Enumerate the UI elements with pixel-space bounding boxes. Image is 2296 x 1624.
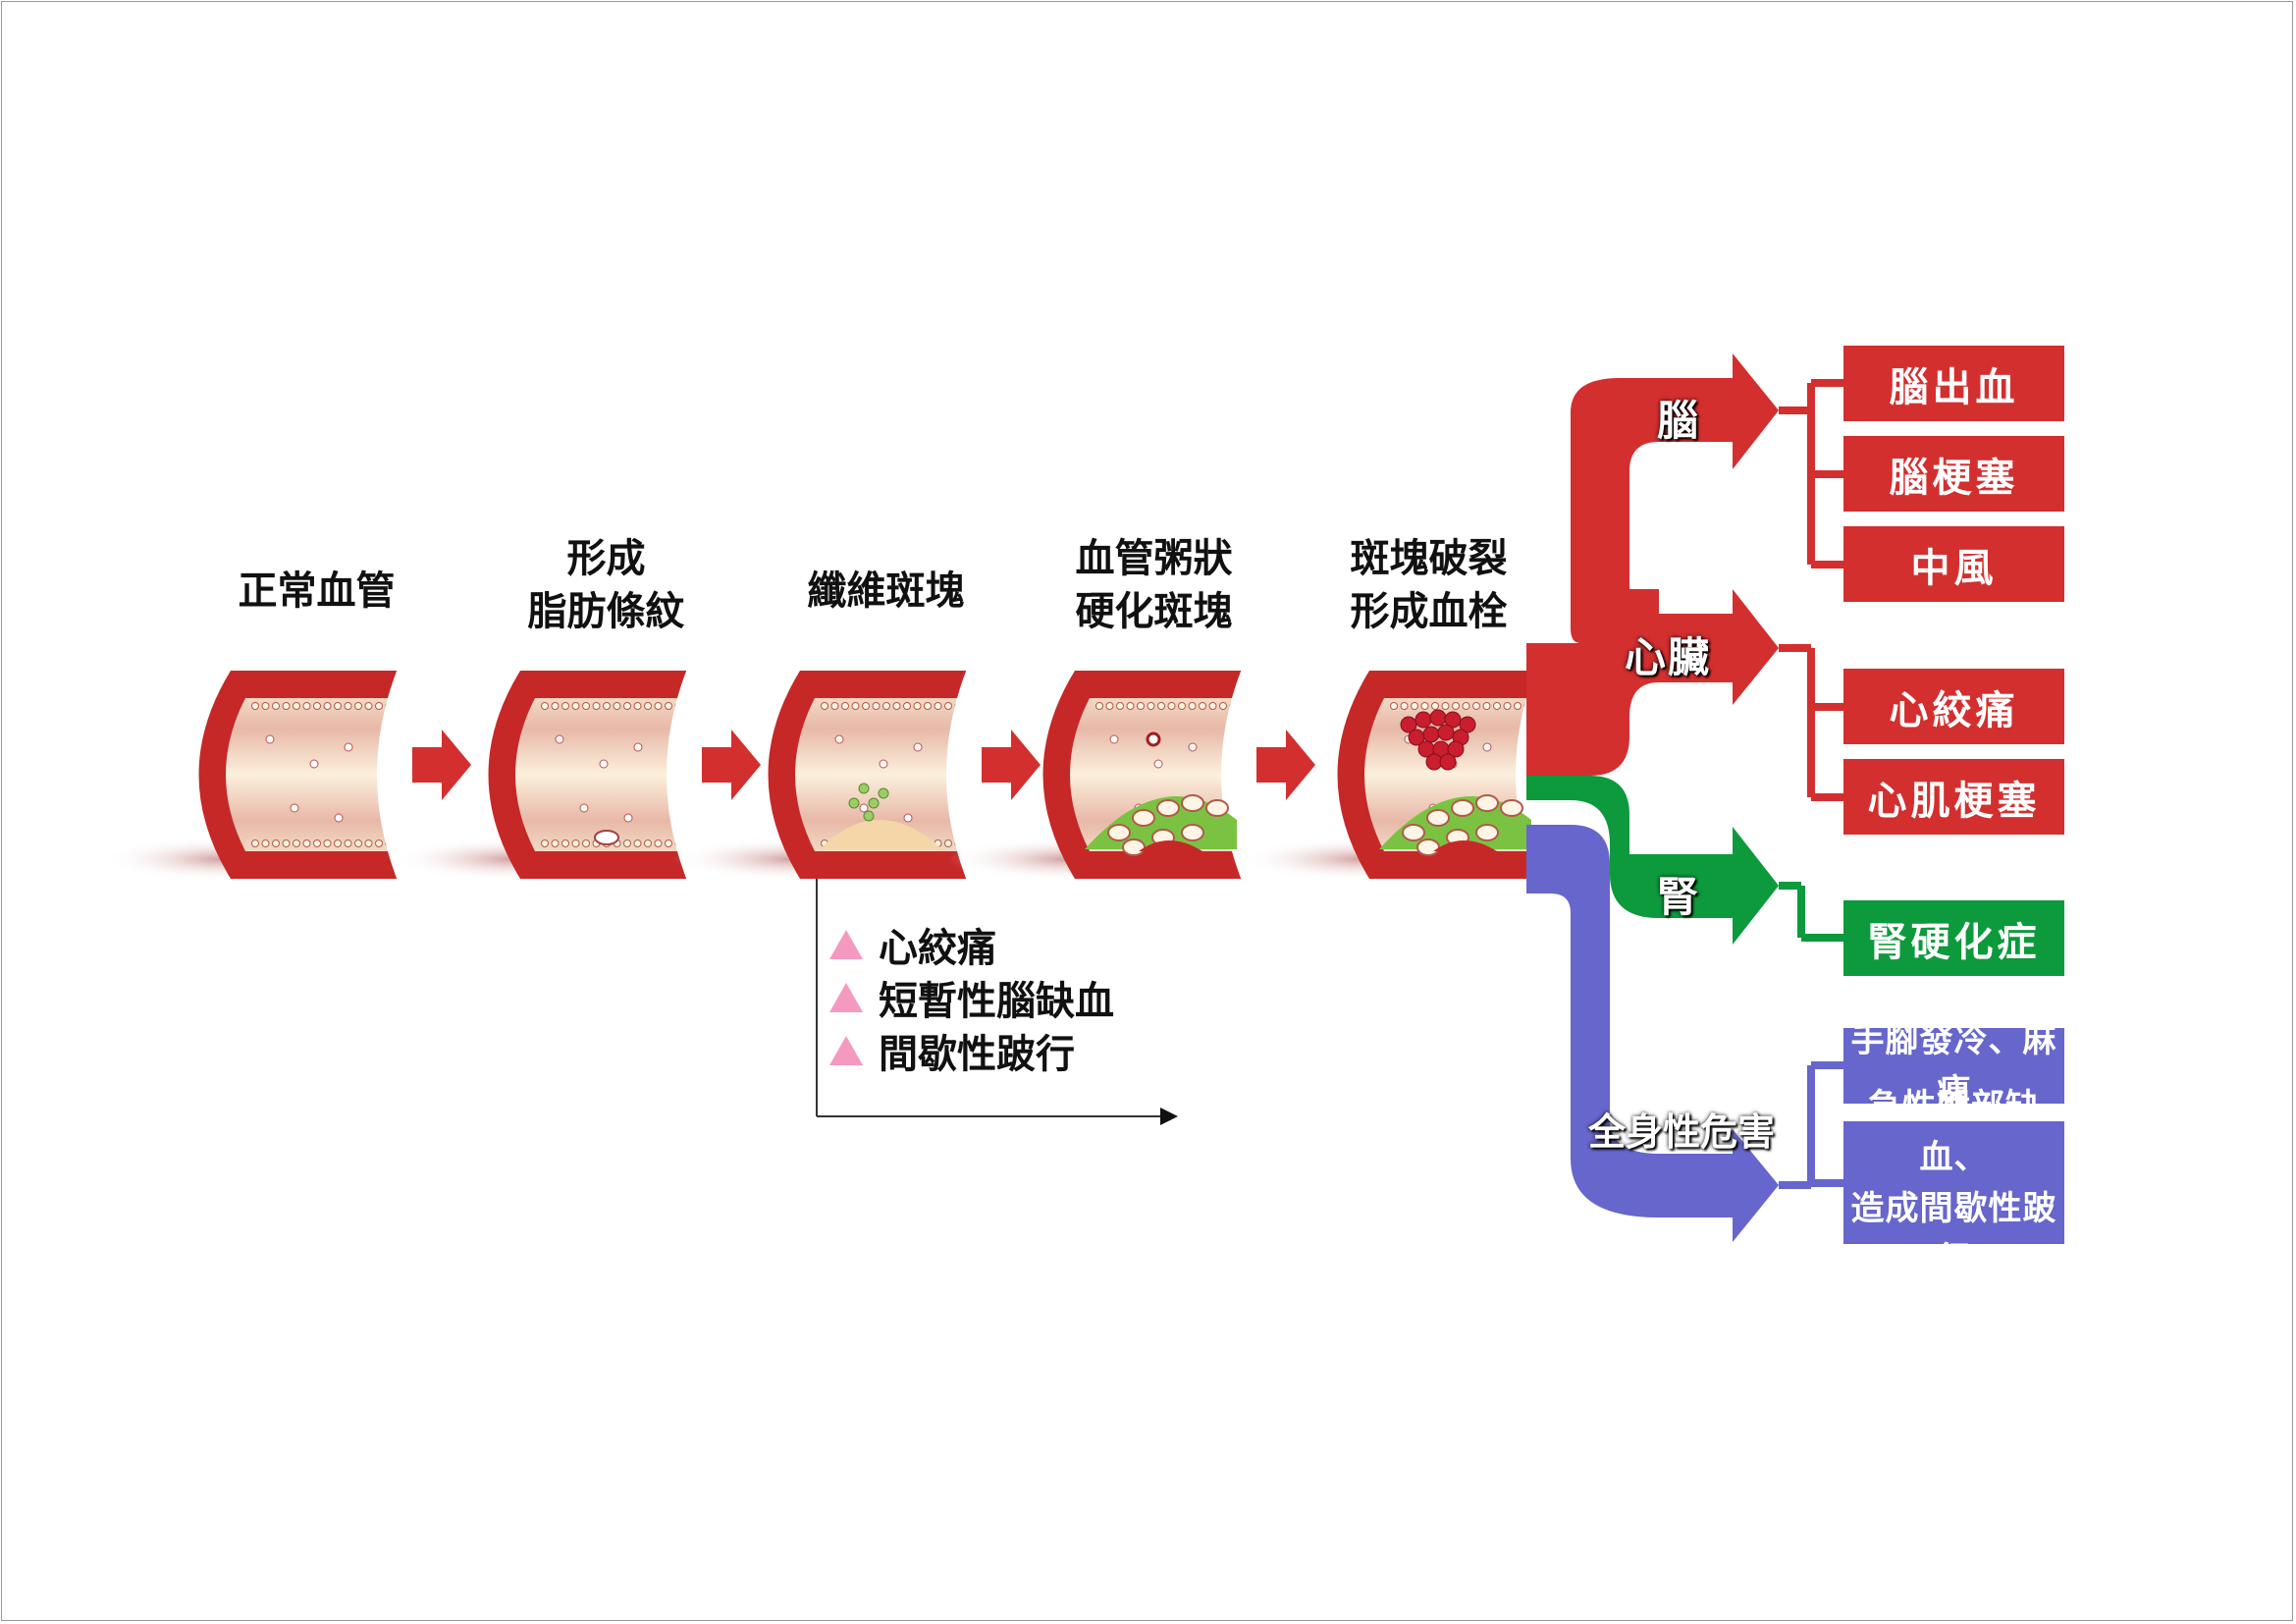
outcome-text: 腦出血 (1889, 364, 2019, 410)
outcome-brain-hemorrhage: 腦出血 (1843, 346, 2064, 421)
list-item: 短暫性腦缺血 (829, 971, 1114, 1024)
list-item: 間歇性跛行 (829, 1024, 1114, 1077)
outcome-text: 心絞痛 (1889, 687, 2019, 733)
outcome-nephrosclerosis: 腎硬化症 (1843, 900, 2064, 976)
heart-connectors (1779, 644, 1845, 801)
outcome-leg-ischemia: 急性腿部缺血、 造成間歇性跛行 (1843, 1087, 2064, 1279)
outcome-text: 急性腿部缺血、 (1868, 1086, 2040, 1177)
organ-branch-arrows (1526, 353, 1779, 1242)
symptom-text: 短暫性腦缺血 (879, 979, 1114, 1024)
stage-label-normal: 正常血管 (201, 565, 432, 618)
symptom-text: 間歇性跛行 (879, 1032, 1075, 1077)
triangle-icon (829, 930, 863, 959)
kidney-connectors (1779, 882, 1845, 942)
outcome-text: 造成間歇性跛行 (1850, 1188, 2057, 1279)
vessel-thrombus (1242, 669, 1546, 881)
vessel-fibrous-plaque (672, 669, 1041, 881)
symptom-text: 心絞痛 (879, 926, 996, 971)
stage-label-atheroma: 血管粥狀 硬化斑塊 (1039, 532, 1269, 638)
list-item: 心絞痛 (829, 918, 1114, 971)
organ-label-heart: 心臟 (1625, 633, 1712, 681)
organ-label-body: 全身性危害 (1588, 1110, 1776, 1154)
stage-arrow-icon (982, 730, 1041, 800)
vessel-fatty-streak (393, 669, 761, 881)
triangle-icon (829, 1036, 863, 1065)
stage-label-thrombus: 斑塊破裂 形成血栓 (1313, 532, 1544, 638)
vessel-atheroma (947, 669, 1315, 881)
outcome-cold-limbs: 手腳發冷、麻痺 (1843, 1021, 2064, 1111)
stage-arrow-icon (1256, 730, 1315, 800)
organ-label-brain: 腦 (1657, 397, 1701, 445)
stage-label-fibrous-plaque: 纖維斑塊 (771, 565, 1001, 618)
outcome-text: 中風 (1910, 545, 1998, 591)
stage-label-line: 纖維斑塊 (807, 568, 965, 614)
stage-label-line: 脂肪條紋 (527, 589, 685, 634)
outcome-text: 手腳發冷、麻痺 (1850, 1020, 2057, 1111)
outcome-text: 心肌梗塞 (1867, 778, 2041, 824)
brain-connectors (1779, 379, 1845, 568)
vessel-normal (103, 669, 471, 881)
stage-label-line: 形成 (566, 536, 646, 581)
outcome-myocardial-infarction: 心肌梗塞 (1843, 759, 2064, 835)
stage-label-line: 斑塊破裂 (1350, 536, 1508, 581)
stage-arrow-icon (412, 730, 471, 800)
body-connectors (1779, 1061, 1845, 1189)
outcome-text: 腦梗塞 (1889, 455, 2019, 501)
outcome-text: 腎硬化症 (1867, 919, 2041, 965)
organ-label-kidney: 腎 (1657, 873, 1701, 921)
stage-arrow-icon (702, 730, 761, 800)
stage-label-line: 硬化斑塊 (1075, 589, 1233, 634)
outcome-brain-infarction: 腦梗塞 (1843, 436, 2064, 512)
outcome-angina: 心絞痛 (1843, 669, 2064, 744)
stage-label-line: 正常血管 (238, 568, 396, 614)
symptom-list: 心絞痛 短暫性腦缺血 間歇性跛行 (829, 918, 1114, 1077)
stage-label-line: 形成血栓 (1350, 589, 1508, 634)
triangle-icon (829, 983, 863, 1012)
stage-label-fatty-streak: 形成 脂肪條紋 (491, 532, 721, 638)
outcome-stroke: 中風 (1843, 526, 2064, 602)
symptom-bracket (816, 879, 1178, 1125)
stage-label-line: 血管粥狀 (1075, 536, 1233, 581)
